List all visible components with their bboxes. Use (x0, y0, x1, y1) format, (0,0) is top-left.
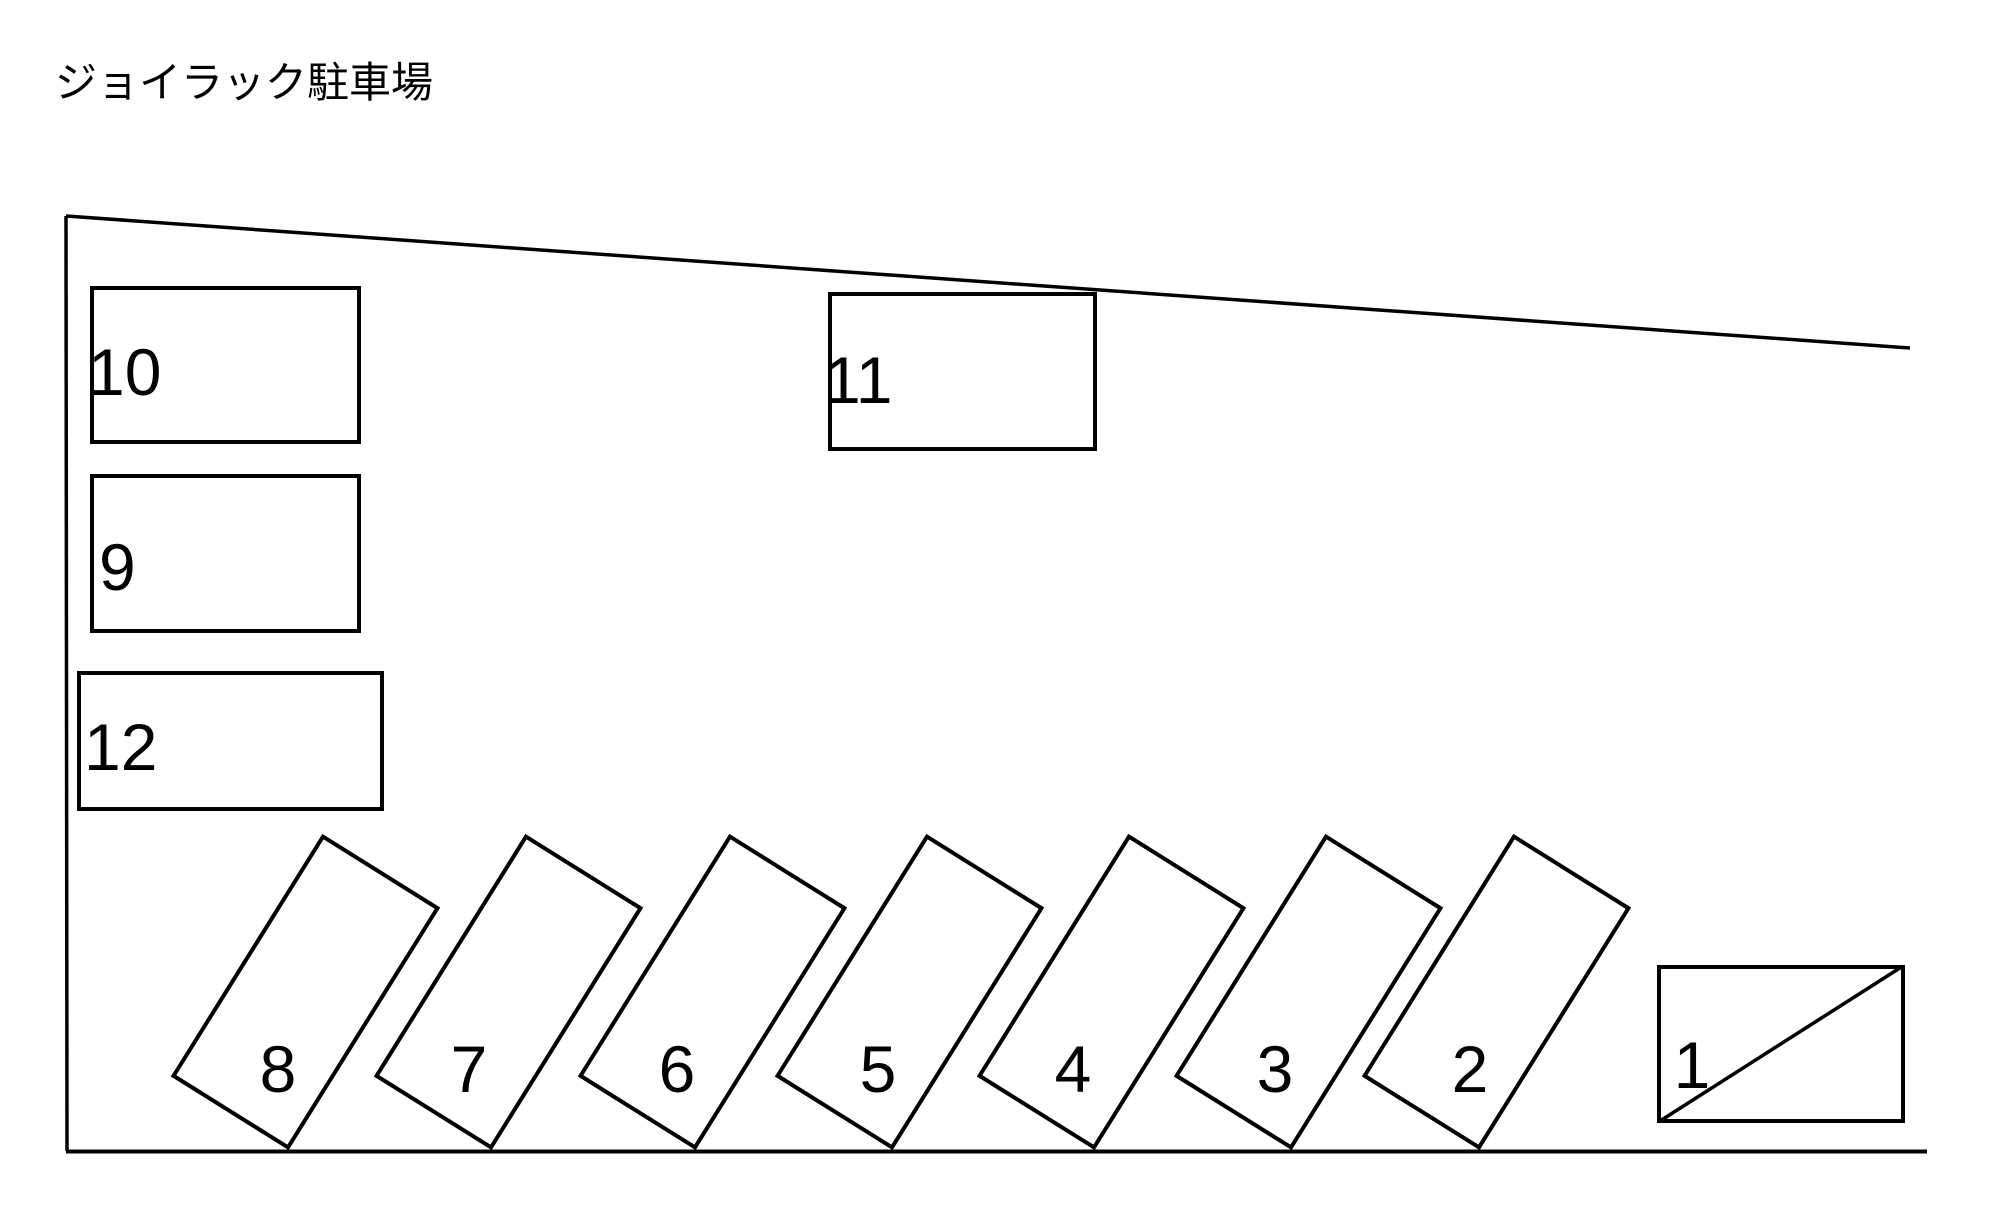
space-11-label: 11 (824, 343, 893, 417)
space-12-label: 12 (84, 710, 158, 784)
parking-space-11 (828, 292, 1097, 451)
space-9-label: 9 (99, 530, 136, 604)
space-5-label: 5 (859, 1032, 897, 1106)
space-3-label: 3 (1256, 1032, 1294, 1106)
page-title: ジョイラック駐車場 (55, 59, 434, 106)
space-1-diagonal-line (1659, 964, 1904, 1123)
space-4-label: 4 (1054, 1032, 1092, 1106)
space-1-label: 1 (1673, 1028, 1711, 1102)
lot-boundary-left-line (64, 215, 69, 1152)
space-6-label: 6 (658, 1032, 696, 1106)
lot-boundary-top-line (65, 214, 1911, 350)
parking-space-10 (90, 286, 361, 444)
parking-space-9 (90, 474, 361, 633)
parking-space-12 (77, 671, 384, 811)
space-10-label: 10 (88, 335, 162, 409)
space-8-label: 8 (259, 1032, 297, 1106)
parking-space-1 (1657, 965, 1905, 1123)
space-2-label: 2 (1451, 1032, 1489, 1106)
space-7-label: 7 (450, 1032, 488, 1106)
